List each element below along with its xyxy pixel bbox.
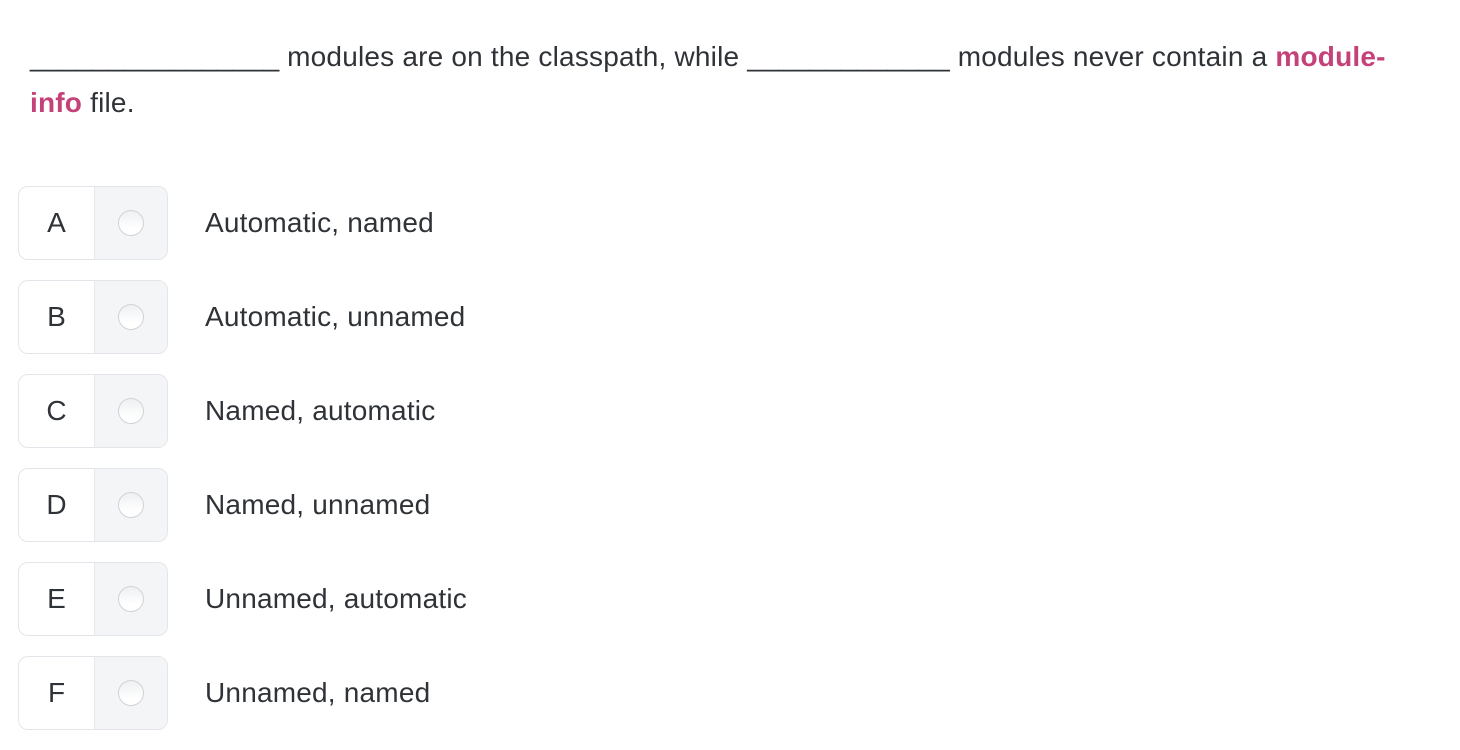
option-label-f: Unnamed, named (205, 677, 431, 708)
option-radio-cell-c[interactable] (95, 375, 167, 447)
option-letter-button-e[interactable]: E (19, 563, 95, 635)
question-page: ________________ modules are on the clas… (18, 34, 1430, 730)
option-radio-cell-a[interactable] (95, 187, 167, 259)
options-list: A Automatic, named B Automatic, unnamed … (18, 186, 1430, 730)
question-part-3: file. (82, 87, 135, 118)
blank-2: _____________ (747, 41, 950, 72)
option-radio-cell-f[interactable] (95, 657, 167, 729)
option-badge-d: D (18, 468, 168, 542)
option-label-b: Automatic, unnamed (205, 301, 466, 332)
option-letter-button-d[interactable]: D (19, 469, 95, 541)
question-part-1: modules are on the classpath, while (279, 41, 748, 72)
question-text: ________________ modules are on the clas… (30, 34, 1425, 126)
option-row-f: F Unnamed, named (18, 656, 1430, 730)
option-letter-button-b[interactable]: B (19, 281, 95, 353)
option-letter-button-c[interactable]: C (19, 375, 95, 447)
option-badge-b: B (18, 280, 168, 354)
blank-1: ________________ (30, 41, 280, 72)
radio-icon[interactable] (118, 492, 144, 518)
radio-icon[interactable] (118, 210, 144, 236)
radio-icon[interactable] (118, 398, 144, 424)
option-row-b: B Automatic, unnamed (18, 280, 1430, 354)
option-letter-button-f[interactable]: F (19, 657, 95, 729)
option-letter-button-a[interactable]: A (19, 187, 95, 259)
option-row-d: D Named, unnamed (18, 468, 1430, 542)
option-label-d: Named, unnamed (205, 489, 431, 520)
option-badge-f: F (18, 656, 168, 730)
question-part-2: modules never contain a (949, 41, 1276, 72)
option-badge-e: E (18, 562, 168, 636)
keyword-module-info: module-info (30, 41, 1386, 118)
option-label-e: Unnamed, automatic (205, 583, 467, 614)
option-label-c: Named, automatic (205, 395, 436, 426)
option-badge-a: A (18, 186, 168, 260)
radio-icon[interactable] (118, 680, 144, 706)
option-row-e: E Unnamed, automatic (18, 562, 1430, 636)
option-badge-c: C (18, 374, 168, 448)
option-row-c: C Named, automatic (18, 374, 1430, 448)
option-row-a: A Automatic, named (18, 186, 1430, 260)
radio-icon[interactable] (118, 586, 144, 612)
option-radio-cell-e[interactable] (95, 563, 167, 635)
option-label-a: Automatic, named (205, 207, 434, 238)
radio-icon[interactable] (118, 304, 144, 330)
option-radio-cell-d[interactable] (95, 469, 167, 541)
option-radio-cell-b[interactable] (95, 281, 167, 353)
